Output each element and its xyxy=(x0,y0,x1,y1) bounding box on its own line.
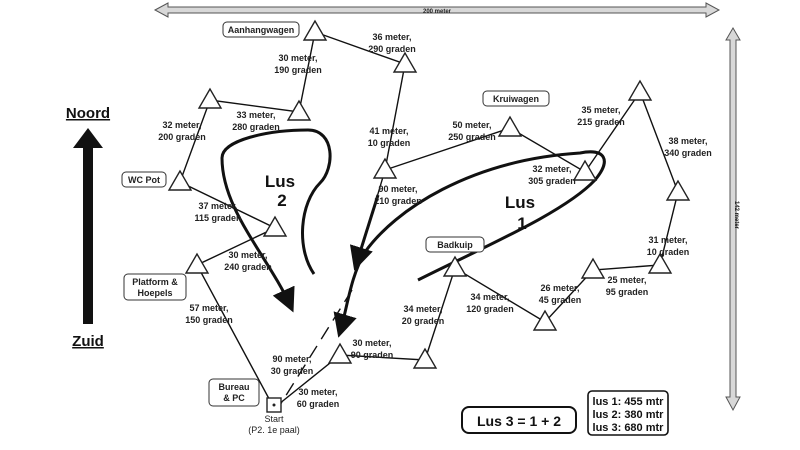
north-arrow-icon xyxy=(73,128,103,148)
post-marker xyxy=(167,169,193,191)
summary-lus-2: lus 2: 380 mtr xyxy=(593,409,665,421)
post-marker xyxy=(327,342,353,364)
loop-2-title: Lus xyxy=(265,172,295,191)
width-dimension-label: 200 meter xyxy=(423,9,452,15)
station-bureau-line2: & PC xyxy=(223,393,245,403)
leg-label-distance: 33 meter, xyxy=(236,110,275,120)
leg-label-distance: 57 meter, xyxy=(189,303,228,313)
post-marker xyxy=(412,347,438,369)
leg-label-distance: 35 meter, xyxy=(581,105,620,115)
station-aanhangwagen: Aanhangwagen xyxy=(228,25,295,35)
post-marker xyxy=(184,252,210,274)
leg-label-distance: 90 meter, xyxy=(272,354,311,364)
loop-formula-box: Lus 3 = 1 + 2 xyxy=(461,406,577,434)
leg-label-distance: 34 meter, xyxy=(403,304,442,314)
post-marker xyxy=(197,87,223,109)
leg-label-angle: 190 graden xyxy=(274,65,322,75)
post-marker xyxy=(442,255,468,277)
post-marker xyxy=(647,252,673,274)
leg-label-angle: 90 graden xyxy=(351,350,394,360)
post-marker xyxy=(497,115,523,137)
station-platform-line1: Platform & xyxy=(132,277,178,287)
post-marker xyxy=(302,19,328,41)
leg-label-distance: 32 meter, xyxy=(162,120,201,130)
leg-label-distance: 34 meter, xyxy=(470,292,509,302)
leg-label-angle: 30 graden xyxy=(271,366,314,376)
post-marker xyxy=(286,99,312,121)
leg-label-distance: 30 meter, xyxy=(298,387,337,397)
leg-label-distance: 30 meter, xyxy=(352,338,391,348)
leg-labels: 30 meter, 190 graden 36 meter, 290 grade… xyxy=(158,32,712,409)
south-label: Zuid xyxy=(72,333,104,350)
leg-label-distance: 38 meter, xyxy=(668,136,707,146)
start-label-line2: (P2. 1e paal) xyxy=(248,425,300,435)
leg-label-angle: 305 graden xyxy=(528,176,576,186)
start-label-line1: Start xyxy=(264,414,284,424)
leg-label-angle: 150 graden xyxy=(185,315,233,325)
loop-connector-arrow xyxy=(349,194,380,271)
station-kruiwagen: Kruiwagen xyxy=(493,94,539,104)
leg-label-angle: 215 graden xyxy=(577,117,625,127)
loop-1-number: 1 xyxy=(517,214,526,233)
post-marker xyxy=(580,257,606,279)
leg-label-angle: 115 graden xyxy=(194,213,241,223)
width-dimension-arrow: 200 meter xyxy=(153,2,721,18)
station-labels: Aanhangwagen Kruiwagen WC Pot Platform &… xyxy=(121,21,550,435)
posts xyxy=(167,19,691,413)
leg-label-distance: 32 meter, xyxy=(532,164,571,174)
loop-1-title: Lus xyxy=(505,193,535,212)
station-badkuip: Badkuip xyxy=(437,240,473,250)
leg-label-angle: 200 graden xyxy=(158,132,206,142)
leg-label-distance: 30 meter, xyxy=(278,53,317,63)
station-platform-line2: Hoepels xyxy=(137,288,172,298)
leg-label-angle: 10 graden xyxy=(368,138,411,148)
post-marker xyxy=(532,309,558,331)
leg-label-distance: 31 meter, xyxy=(648,235,687,245)
leg-label-angle: 10 graden xyxy=(647,247,690,257)
leg-label-angle: 290 graden xyxy=(368,44,416,54)
leg-label-angle: 250 graden xyxy=(448,132,496,142)
leg-label-angle: 20 graden xyxy=(402,316,445,326)
loop-2-path xyxy=(220,128,332,313)
leg-label-distance: 30 meter, xyxy=(228,250,267,260)
leg-label-angle: 240 graden xyxy=(224,262,272,272)
leg-label-angle: 45 graden xyxy=(539,295,582,305)
leg-label-distance: 41 meter, xyxy=(369,126,408,136)
leg-label-angle: 95 graden xyxy=(606,287,649,297)
leg-label-angle: 340 graden xyxy=(664,148,712,158)
summary-lus-1: lus 1: 455 mtr xyxy=(593,396,665,408)
route-legs xyxy=(179,31,679,409)
post-marker xyxy=(665,179,691,201)
leg-label-distance: 50 meter, xyxy=(452,120,491,130)
loop-2-number: 2 xyxy=(277,191,286,210)
post-marker xyxy=(262,215,288,237)
leg-label-angle: 210 graden xyxy=(374,196,422,206)
station-bureau-line1: Bureau xyxy=(218,382,249,392)
leg-label-distance: 25 meter, xyxy=(607,275,646,285)
north-arrow-shaft xyxy=(83,147,93,324)
post-marker xyxy=(372,157,398,179)
height-dimension-arrow: 142 meter xyxy=(725,27,741,412)
leg-label-distance: 26 meter, xyxy=(540,283,579,293)
leg-label-angle: 60 graden xyxy=(297,399,340,409)
loop-formula: Lus 3 = 1 + 2 xyxy=(477,413,561,429)
station-wc-pot: WC Pot xyxy=(128,175,160,185)
leg-label-angle: 120 graden xyxy=(466,304,514,314)
loop-length-summary: lus 1: 455 mtr lus 2: 380 mtr lus 3: 680… xyxy=(587,390,669,436)
leg-label-angle: 280 graden xyxy=(232,122,280,132)
leg-label-distance: 90 meter, xyxy=(378,184,417,194)
summary-lus-3: lus 3: 680 mtr xyxy=(593,422,665,434)
leg-label-distance: 36 meter, xyxy=(372,32,411,42)
post-marker xyxy=(392,51,418,73)
north-label: Noord xyxy=(66,105,110,122)
post-marker xyxy=(627,79,653,101)
height-dimension-label: 142 meter xyxy=(733,201,739,230)
compass: Noord Zuid xyxy=(66,105,110,350)
post-marker xyxy=(572,159,598,181)
leg-label-distance: 37 meter, xyxy=(198,201,237,211)
